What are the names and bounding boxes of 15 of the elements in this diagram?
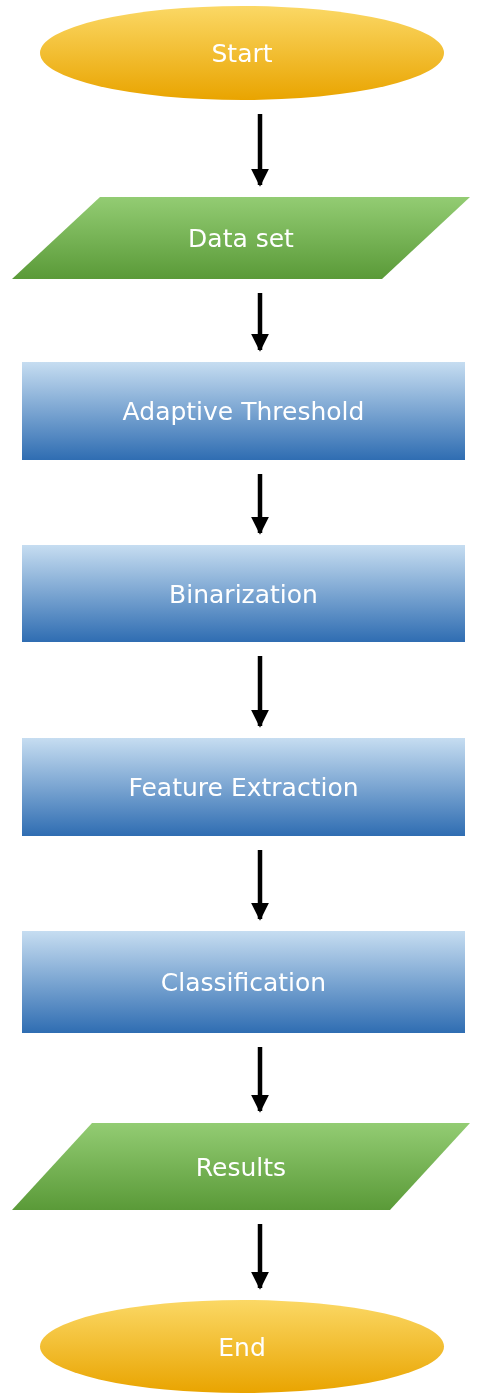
arrow: [251, 1047, 269, 1113]
node-label: Results: [195, 1152, 287, 1181]
arrow: [251, 293, 269, 352]
arrow: [251, 850, 269, 921]
node-label: Feature Extraction: [128, 772, 359, 802]
arrow: [251, 1224, 269, 1290]
node-label: Data set: [188, 223, 294, 253]
node-label: Start: [211, 38, 273, 68]
node-label: End: [218, 1332, 266, 1361]
arrow: [251, 474, 269, 535]
arrow: [251, 114, 269, 187]
node-label: Classification: [160, 967, 327, 997]
arrow: [251, 656, 269, 728]
node-label: Binarization: [169, 579, 318, 608]
node-label: Adaptive Threshold: [122, 396, 365, 426]
